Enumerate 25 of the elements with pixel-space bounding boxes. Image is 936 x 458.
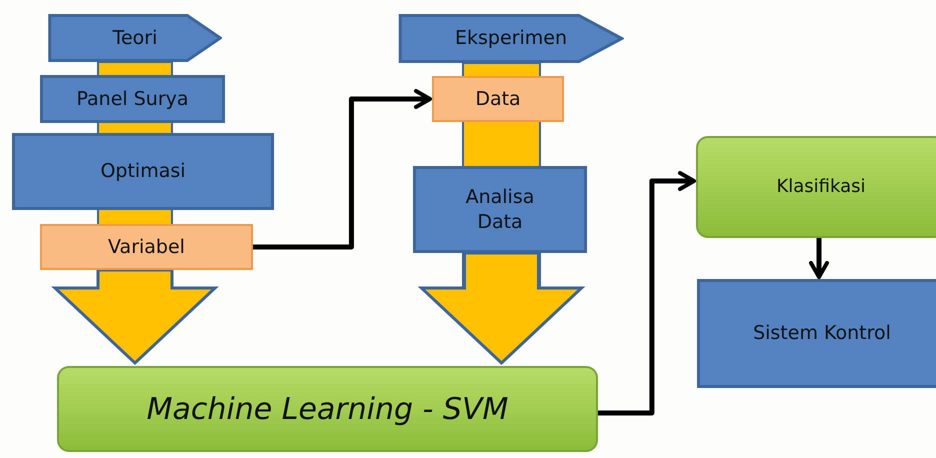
node-label: Eksperimen bbox=[455, 26, 567, 51]
node-label: Panel Surya bbox=[76, 86, 189, 112]
node-label: Machine Learning - SVM bbox=[146, 390, 508, 428]
arrow bbox=[809, 238, 829, 279]
arrow-banner bbox=[398, 14, 624, 63]
arrow-banner bbox=[48, 14, 222, 62]
process-box bbox=[40, 75, 225, 123]
arrow bbox=[253, 89, 432, 250]
rounded-box bbox=[57, 366, 598, 452]
node-label: Data bbox=[475, 86, 521, 112]
node-label: Sistem Kontrol bbox=[753, 321, 891, 346]
process-box bbox=[40, 224, 253, 270]
block-arrow bbox=[51, 268, 219, 366]
rounded-box bbox=[696, 136, 936, 238]
node-label: Analisa Data bbox=[464, 184, 536, 234]
node-label: Optimasi bbox=[100, 159, 186, 184]
arrow bbox=[598, 171, 696, 416]
process-box bbox=[432, 76, 564, 122]
process-box bbox=[413, 166, 587, 253]
node-label: Klasifikasi bbox=[776, 175, 866, 199]
process-box bbox=[12, 133, 274, 210]
process-box bbox=[697, 279, 936, 388]
block-arrow bbox=[418, 252, 586, 366]
node-label: Variabel bbox=[108, 234, 185, 260]
node-label: Teori bbox=[112, 26, 158, 50]
